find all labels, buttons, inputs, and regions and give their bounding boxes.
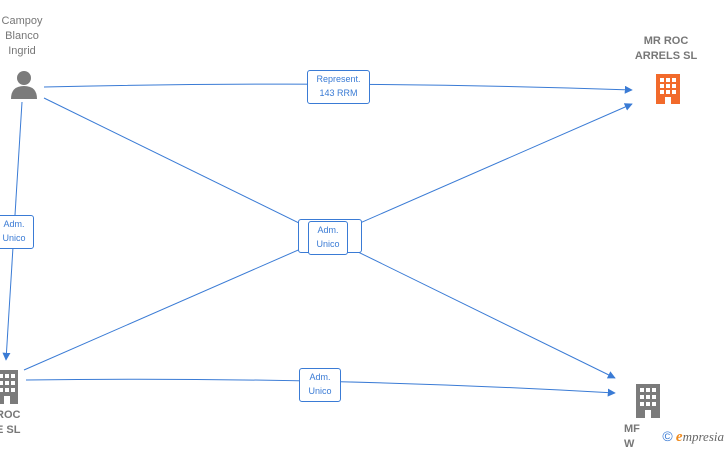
building-icon	[656, 74, 680, 104]
company-right-name: MF W	[624, 423, 640, 450]
edge-label-represent[interactable]: Represent. 143 RRM	[307, 70, 370, 104]
building-icon	[636, 384, 660, 418]
edge-label-adm-bottom[interactable]: Adm. Unico	[299, 368, 341, 402]
edge-label-adm-center[interactable]: Adm. Unico	[308, 221, 348, 255]
empresia-logo: © empresia	[662, 428, 724, 445]
building-icon	[0, 370, 18, 404]
company-top-name: MR ROC ARRELS SL	[634, 35, 698, 62]
company-left-name: ROC E SL	[0, 409, 21, 436]
copyright-icon: ©	[662, 428, 673, 444]
person-icon	[11, 71, 37, 99]
person-name: Campoy Blanco Ingrid	[1, 15, 43, 57]
edge-label-adm-left[interactable]: Adm. Unico	[0, 215, 34, 249]
